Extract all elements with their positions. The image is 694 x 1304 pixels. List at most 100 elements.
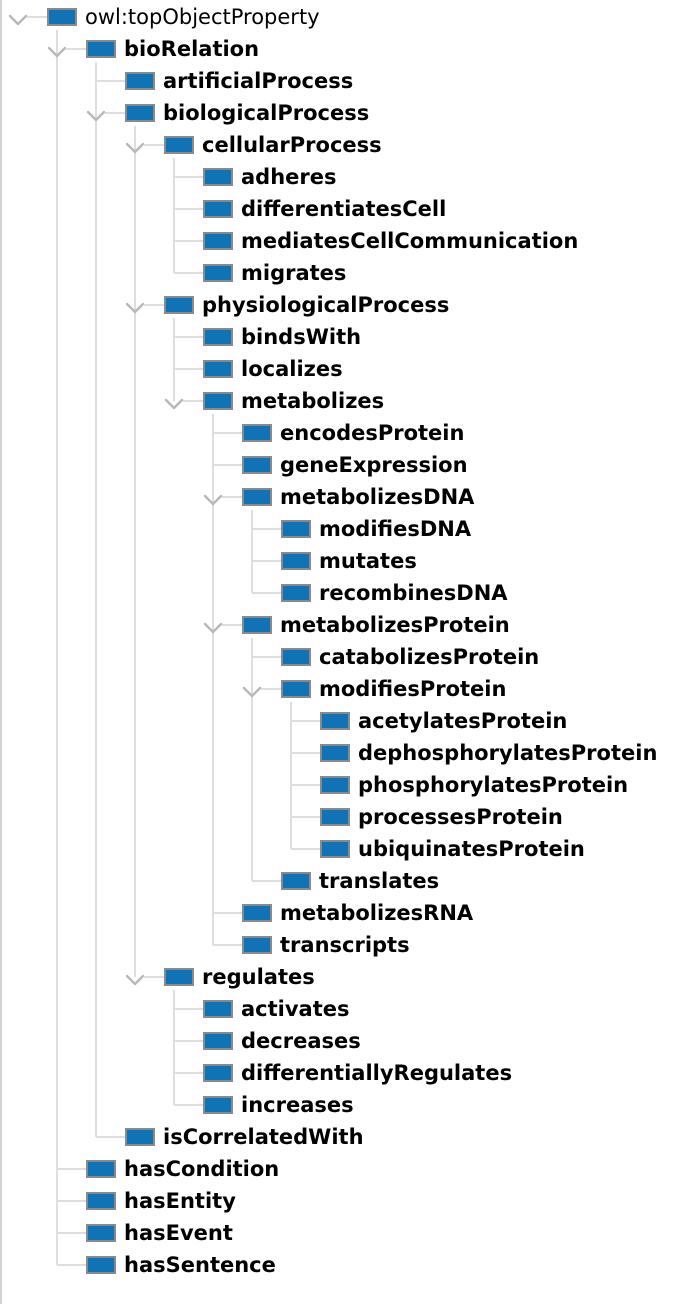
tree-node-label: hasSentence — [124, 1253, 276, 1277]
chevron-down-icon[interactable] — [203, 619, 223, 634]
object-property-icon — [242, 488, 272, 506]
tree-node-modifiesprotein[interactable]: modifiesProtein — [0, 673, 694, 705]
tree-node-iscorrelatedwith[interactable]: isCorrelatedWith — [0, 1121, 694, 1153]
tree-node-cellularprocess[interactable]: cellularProcess — [0, 129, 694, 161]
tree-node-mutates[interactable]: mutates — [0, 545, 694, 577]
tree-node-metabolizes[interactable]: metabolizes — [0, 385, 694, 417]
tree-node-transcripts[interactable]: transcripts — [0, 929, 694, 961]
tree-node-label: acetylatesProtein — [358, 709, 568, 733]
tree-node-ubiquinatesprotein[interactable]: ubiquinatesProtein — [0, 833, 694, 865]
tree-node-label: processesProtein — [358, 805, 563, 829]
tree-node-label: encodesProtein — [280, 421, 465, 445]
tree-node-label: catabolizesProtein — [319, 645, 540, 669]
tree-node-bindswith[interactable]: bindsWith — [0, 321, 694, 353]
object-property-icon — [47, 8, 77, 26]
tree-node-differentiatescell[interactable]: differentiatesCell — [0, 193, 694, 225]
object-property-icon — [242, 456, 272, 474]
tree-node-owl-topobjectproperty[interactable]: owl:topObjectProperty — [0, 1, 694, 33]
tree-node-label: cellularProcess — [202, 133, 382, 157]
tree-node-activates[interactable]: activates — [0, 993, 694, 1025]
object-property-icon — [86, 1192, 116, 1210]
tree-node-label: biologicalProcess — [163, 101, 370, 125]
tree-node-hasevent[interactable]: hasEvent — [0, 1217, 694, 1249]
object-property-icon — [203, 1000, 233, 1018]
chevron-down-icon[interactable] — [164, 395, 184, 410]
object-property-icon — [320, 744, 350, 762]
chevron-down-icon[interactable] — [86, 107, 106, 122]
chevron-down-icon[interactable] — [203, 491, 223, 506]
tree-node-metabolizesdna[interactable]: metabolizesDNA — [0, 481, 694, 513]
tree-node-migrates[interactable]: migrates — [0, 257, 694, 289]
tree-node-localizes[interactable]: localizes — [0, 353, 694, 385]
tree-node-label: modifiesProtein — [319, 677, 507, 701]
tree-node-encodesprotein[interactable]: encodesProtein — [0, 417, 694, 449]
tree-node-label: transcripts — [280, 933, 410, 957]
tree-node-dephosphorylatesprotein[interactable]: dephosphorylatesProtein — [0, 737, 694, 769]
object-property-icon — [86, 1224, 116, 1242]
tree-node-label: differentiallyRegulates — [241, 1061, 513, 1085]
tree-node-adheres[interactable]: adheres — [0, 161, 694, 193]
tree-node-hasentity[interactable]: hasEntity — [0, 1185, 694, 1217]
tree-node-translates[interactable]: translates — [0, 865, 694, 897]
tree-node-biologicalprocess[interactable]: biologicalProcess — [0, 97, 694, 129]
object-property-icon — [242, 936, 272, 954]
tree-node-geneexpression[interactable]: geneExpression — [0, 449, 694, 481]
object-property-icon — [320, 712, 350, 730]
object-property-icon — [203, 200, 233, 218]
object-property-icon — [125, 1128, 155, 1146]
object-property-icon — [281, 520, 311, 538]
tree-node-catabolizesprotein[interactable]: catabolizesProtein — [0, 641, 694, 673]
chevron-down-icon[interactable] — [8, 11, 28, 26]
tree-node-decreases[interactable]: decreases — [0, 1025, 694, 1057]
tree-node-label: metabolizesProtein — [280, 613, 510, 637]
chevron-down-icon[interactable] — [125, 971, 145, 986]
tree-node-label: ubiquinatesProtein — [358, 837, 585, 861]
tree-node-label: metabolizesDNA — [280, 485, 475, 509]
chevron-down-icon[interactable] — [47, 43, 67, 58]
object-property-icon — [203, 392, 233, 410]
tree-node-increases[interactable]: increases — [0, 1089, 694, 1121]
tree-node-metabolizesprotein[interactable]: metabolizesProtein — [0, 609, 694, 641]
object-property-icon — [281, 552, 311, 570]
chevron-down-icon[interactable] — [242, 683, 262, 698]
tree-node-differentiallyregulates[interactable]: differentiallyRegulates — [0, 1057, 694, 1089]
tree-node-label: metabolizesRNA — [280, 901, 474, 925]
tree-node-label: owl:topObjectProperty — [85, 5, 320, 29]
object-property-icon — [164, 296, 194, 314]
tree-node-label: artificialProcess — [163, 69, 354, 93]
tree-node-label: differentiatesCell — [241, 197, 447, 221]
tree-node-label: bindsWith — [241, 325, 362, 349]
tree-node-label: dephosphorylatesProtein — [358, 741, 658, 765]
tree-node-label: mutates — [319, 549, 417, 573]
tree-node-regulates[interactable]: regulates — [0, 961, 694, 993]
tree-node-mediatescellcommunication[interactable]: mediatesCellCommunication — [0, 225, 694, 257]
chevron-down-icon[interactable] — [125, 139, 145, 154]
tree-node-recombinesdna[interactable]: recombinesDNA — [0, 577, 694, 609]
tree-node-label: localizes — [241, 357, 343, 381]
tree-node-artificialprocess[interactable]: artificialProcess — [0, 65, 694, 97]
tree-node-label: adheres — [241, 165, 337, 189]
tree-node-phosphorylatesprotein[interactable]: phosphorylatesProtein — [0, 769, 694, 801]
tree-node-hascondition[interactable]: hasCondition — [0, 1153, 694, 1185]
object-property-icon — [242, 424, 272, 442]
object-property-icon — [203, 1032, 233, 1050]
object-property-icon — [320, 840, 350, 858]
tree-node-label: isCorrelatedWith — [163, 1125, 364, 1149]
tree-node-metabolizesrna[interactable]: metabolizesRNA — [0, 897, 694, 929]
object-property-icon — [281, 872, 311, 890]
tree-node-label: bioRelation — [124, 37, 260, 61]
tree-node-processesprotein[interactable]: processesProtein — [0, 801, 694, 833]
tree-node-hassentence[interactable]: hasSentence — [0, 1249, 694, 1281]
tree-node-physiologicalprocess[interactable]: physiologicalProcess — [0, 289, 694, 321]
tree-node-label: activates — [241, 997, 350, 1021]
tree-node-biorelation[interactable]: bioRelation — [0, 33, 694, 65]
chevron-down-icon[interactable] — [125, 299, 145, 314]
object-property-icon — [164, 136, 194, 154]
tree-node-acetylatesprotein[interactable]: acetylatesProtein — [0, 705, 694, 737]
object-property-icon — [242, 616, 272, 634]
object-property-icon — [281, 584, 311, 602]
object-property-icon — [203, 264, 233, 282]
tree-node-modifiesdna[interactable]: modifiesDNA — [0, 513, 694, 545]
tree-node-label: hasCondition — [124, 1157, 280, 1181]
object-property-icon — [125, 72, 155, 90]
